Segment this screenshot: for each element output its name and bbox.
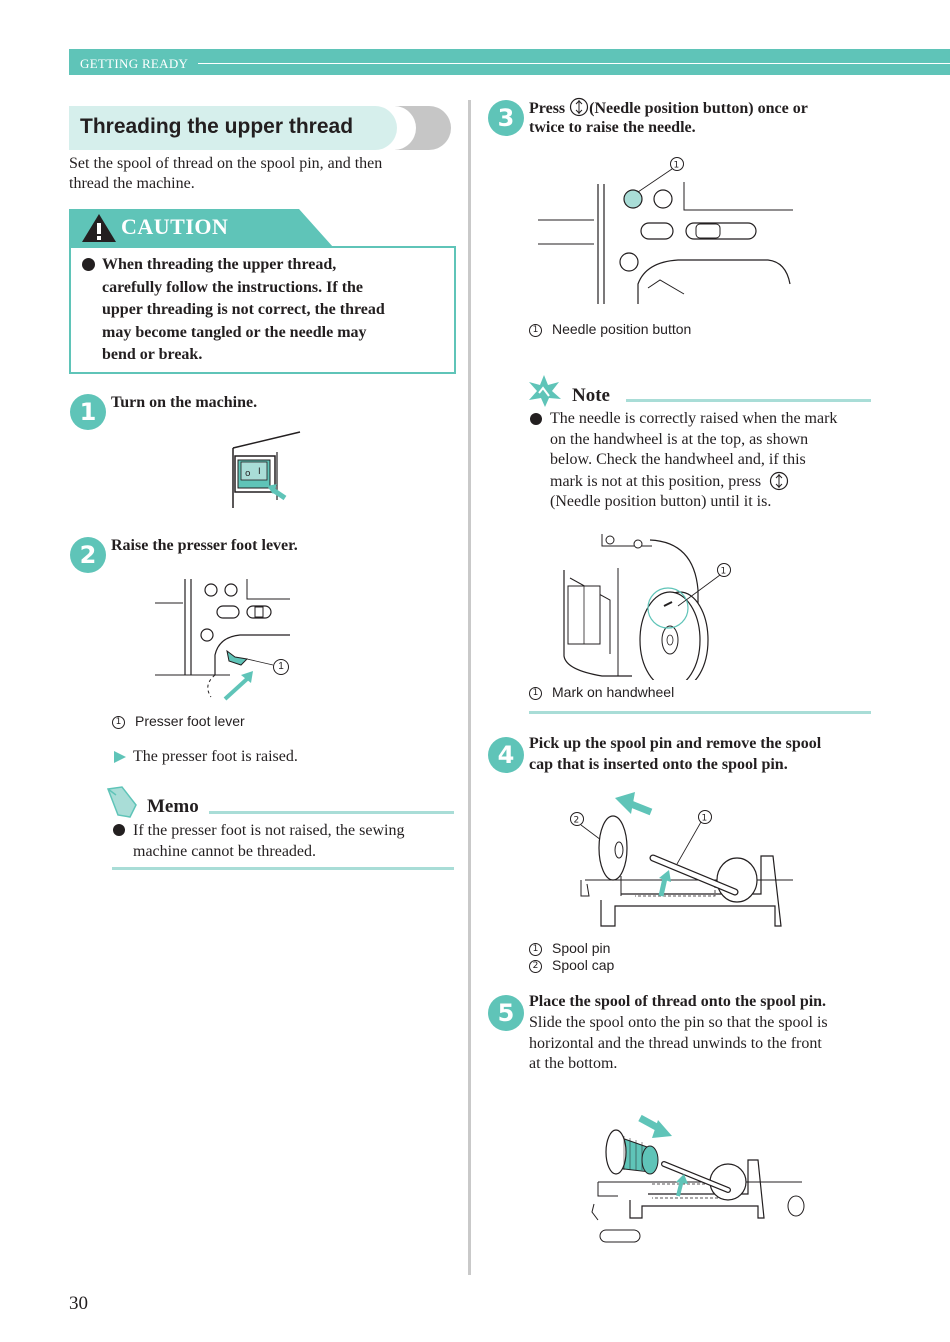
needle-position-icon: [570, 97, 589, 117]
note-line: The needle is correctly raised when the …: [550, 410, 838, 427]
svg-text:I: I: [258, 467, 261, 477]
step-5-line: at the bottom.: [529, 1055, 618, 1072]
callout-marker: 2: [529, 959, 542, 973]
needle-position-icon: [770, 471, 789, 490]
callout-label: Needle position button: [552, 321, 692, 337]
step-2-number: 2: [70, 537, 106, 573]
step-3-text-line-2: twice to raise the needle.: [529, 119, 696, 136]
memo-title-rule: [209, 811, 454, 814]
svg-text:1: 1: [674, 161, 680, 171]
svg-text:1: 1: [721, 567, 727, 577]
step-3-text-a: Press: [529, 100, 566, 117]
step-5-title: Place the spool of thread onto the spool…: [529, 993, 827, 1010]
step-3-callout-caption: 1 Needle position button: [529, 321, 691, 337]
memo-bullet: [113, 824, 125, 836]
caution-box: [69, 246, 456, 374]
caution-title: CAUTION: [121, 214, 229, 239]
header-rule: [198, 63, 950, 64]
step-4-line: cap that is inserted onto the spool pin.: [529, 755, 788, 773]
svg-text:2: 2: [574, 816, 580, 826]
note-bullet: [530, 413, 542, 425]
memo-text: If the presser foot is not raised, the s…: [133, 821, 404, 862]
step-4-line: Pick up the spool pin and remove the spo…: [529, 735, 822, 752]
step-1-number: 1: [70, 394, 106, 430]
callout-label: Spool pin: [552, 940, 611, 956]
callout-label: Presser foot lever: [135, 713, 245, 729]
header-section-label: GETTING READY: [80, 56, 189, 71]
step-4-callout-1: 1 Spool pin: [529, 940, 610, 956]
step-5-line: horizontal and the thread unwinds to the…: [529, 1034, 822, 1052]
header-bar: [69, 49, 950, 75]
step-5-number: 5: [488, 995, 524, 1031]
section-title: Threading the upper thread: [80, 115, 354, 138]
column-divider: [468, 100, 471, 1275]
caution-line: may become tangled or the needle may: [102, 323, 367, 341]
result-arrow-icon: [114, 751, 126, 763]
callout-marker: 1: [529, 942, 542, 956]
memo-icon: [106, 786, 137, 818]
memo-bottom-rule: [112, 867, 454, 870]
step-4-callout-2: 2 Spool cap: [529, 957, 614, 973]
memo-title: Memo: [147, 796, 199, 817]
note-text: The needle is correctly raised when the …: [550, 409, 837, 513]
note-bottom-rule: [529, 711, 871, 714]
note-icon: [529, 375, 561, 407]
note-line: on the handwheel is at the top, as shown: [550, 430, 809, 448]
callout-label: Spool cap: [552, 957, 615, 973]
step-2-text: Raise the presser foot lever.: [111, 537, 298, 554]
memo-line: machine cannot be threaded.: [133, 842, 317, 860]
callout-marker: 1: [529, 686, 542, 700]
callout-label: Mark on handwheel: [552, 684, 675, 700]
step-5-line: Slide the spool onto the pin so that the…: [529, 1014, 828, 1031]
step-3-text-line-1: Press (Needle position button) once or: [529, 97, 808, 120]
caution-line: carefully follow the instructions. If th…: [102, 278, 364, 296]
spool-thread-illustration: [591, 1114, 805, 1243]
section-intro-line-1: Set the spool of thread on the spool pin…: [69, 155, 383, 172]
note-line: (Needle position button) until it is.: [550, 493, 772, 510]
presser-foot-illustration: [155, 579, 290, 701]
step-5-body: Slide the spool onto the pin so that the…: [529, 1013, 828, 1075]
caution-line: upper threading is not correct, the thre…: [102, 301, 385, 318]
step-3-text-b: (Needle position button) once or: [589, 100, 808, 117]
step-2-result: The presser foot is raised.: [133, 748, 298, 765]
callout-marker: 1: [529, 323, 542, 337]
spool-pin-illustration: 2 1: [570, 792, 793, 927]
step-1-text: Turn on the machine.: [111, 394, 258, 411]
caution-line: bend or break.: [102, 346, 203, 363]
caution-line: When threading the upper thread,: [102, 256, 337, 273]
caution-text: When threading the upper thread, careful…: [102, 254, 385, 367]
note-title-rule: [626, 399, 871, 402]
step-2-callout-caption: 1 Presser foot lever: [112, 713, 245, 729]
step-4-text: Pick up the spool pin and remove the spo…: [529, 734, 821, 775]
section-title-band: [69, 106, 397, 150]
warning-icon: [82, 214, 116, 242]
svg-text:o: o: [245, 469, 251, 479]
caution-bullet: [82, 258, 95, 271]
section-intro-line-2: thread the machine.: [69, 175, 195, 192]
page-number: 30: [69, 1293, 88, 1314]
step-2-callout-marker: 1: [273, 659, 289, 675]
memo-line: If the presser foot is not raised, the s…: [133, 822, 405, 839]
needle-button-illustration: 1: [538, 157, 793, 304]
power-switch-illustration: o I: [232, 431, 301, 508]
note-line: below. Check the handwheel and, if this: [550, 451, 806, 468]
callout-marker: 1: [112, 715, 125, 729]
note-title: Note: [572, 385, 610, 406]
note-callout-caption: 1 Mark on handwheel: [529, 684, 674, 700]
step-3-number: 3: [488, 100, 524, 136]
handwheel-illustration: 1: [563, 534, 731, 680]
svg-text:1: 1: [702, 814, 708, 824]
note-line: mark is not at this position, press: [550, 472, 762, 490]
step-4-number: 4: [488, 737, 524, 773]
